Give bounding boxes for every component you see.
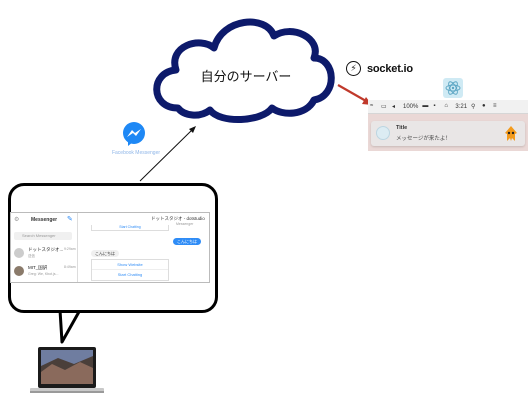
conversation-time: 8:49am (64, 265, 76, 269)
socketio-icon: ⚡ (346, 61, 361, 76)
avatar (14, 266, 24, 276)
speech-bubble-tail (58, 308, 82, 344)
messenger-search-input[interactable]: Search Messenger (14, 232, 72, 240)
messenger-bolt (127, 129, 141, 137)
chat-header-status: Messenger (176, 222, 194, 226)
start-chatting-button[interactable]: Start Chatting (117, 272, 143, 277)
socketio-label: socket.io (367, 62, 413, 75)
conversation-name: ドットスタジオ... (28, 247, 64, 252)
conversation-preview: 送信 (28, 254, 35, 258)
airplay-icon: ▭ (381, 104, 387, 110)
chat-card-top-button[interactable]: Start Chatting (91, 225, 169, 231)
notification-body: メッセージが来たよ！ (396, 136, 451, 142)
app-icon: ▪ (433, 103, 436, 109)
settings-gear-icon[interactable]: ⚙ (14, 217, 20, 223)
chat-header-name: ドットスタジオ - dotstudio (151, 216, 205, 221)
notification-title: Title (396, 125, 408, 131)
conversation-name: MIT_国訳 (28, 265, 48, 270)
messenger-screenshot: ⚙ Messenger ✎ Search Messenger ドットスタジオ..… (10, 212, 210, 283)
compose-icon[interactable]: ✎ (67, 216, 73, 223)
received-message-bubble: こんにちは (91, 250, 119, 257)
sent-message-bubble: こんにちは (173, 238, 201, 245)
messenger-app-title: Messenger (31, 217, 58, 223)
menubar-clock: 3:21 (455, 103, 468, 110)
conversation-preview: Greg: We, Kbot.js... (28, 272, 59, 276)
wifi-icon: ≈ (370, 103, 374, 109)
messenger-logo-tail (128, 141, 133, 146)
facebook-messenger-caption: Facebook Messenger (111, 150, 161, 156)
show-website-button[interactable]: Show Website (92, 260, 168, 270)
messenger-to-server-arrowhead (189, 126, 196, 133)
cloud-shape (153, 18, 335, 124)
battery-percentage: 100% (403, 103, 419, 110)
squid-icon (505, 126, 517, 141)
server-to-desktop-arrow (337, 84, 367, 102)
chat-card: Show Website Start Chatting (91, 259, 169, 281)
volume-icon: ◂ (392, 104, 396, 110)
messenger-sidebar: ⚙ Messenger ✎ Search Messenger ドットスタジオ..… (11, 213, 78, 282)
conversation-time: 9:29am (64, 247, 76, 251)
socketio-logo: ⚡ socket.io (346, 61, 413, 76)
siri-icon: ● (482, 103, 486, 109)
electron-logo-icon (445, 81, 461, 95)
conversation-item[interactable]: MIT_国訳 Greg: We, Kbot.js... 8:49am (14, 264, 76, 280)
spotlight-search-icon: ⚲ (471, 104, 476, 110)
conversation-item[interactable]: ドットスタジオ... 送信 9:29am (14, 246, 76, 262)
macbook-laptop-icon (30, 347, 104, 393)
desktop-notification[interactable]: Title メッセージが来たよ！ (371, 121, 525, 146)
server-label: 自分のサーバー (200, 69, 292, 84)
avatar (14, 248, 24, 258)
messenger-to-server-arrow (139, 128, 194, 182)
mac-menubar: ≈ ▭ ◂ 100% ▬ ▪ ⌂ 3:21 ⚲ ● ≡ (368, 100, 528, 114)
battery-icon: ▬ (422, 103, 429, 109)
electron-app-icon (376, 126, 390, 140)
user-icon: ⌂ (444, 103, 448, 109)
notification-center-icon: ≡ (493, 103, 497, 109)
